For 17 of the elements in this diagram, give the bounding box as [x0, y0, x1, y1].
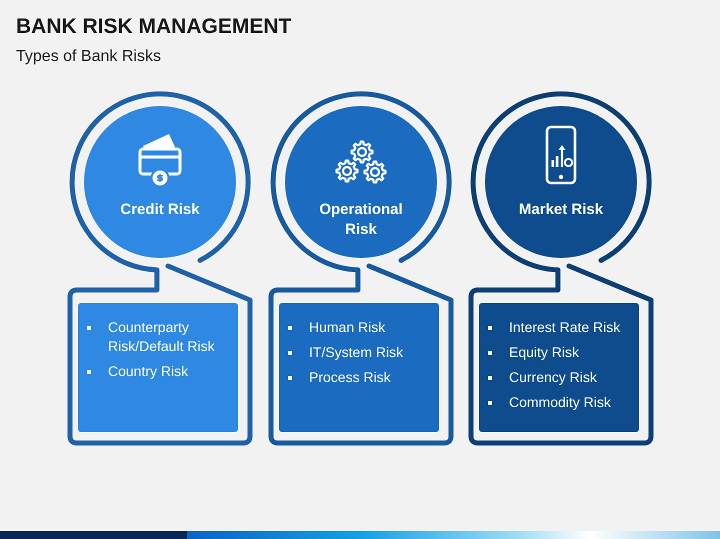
risk-item: IT/System Risk — [309, 343, 404, 362]
risk-item: Currency Risk — [509, 368, 598, 387]
page-title: BANK RISK MANAGEMENT — [16, 14, 292, 40]
risk-item: Process Risk — [309, 368, 392, 387]
risk-item: Equity Risk — [509, 343, 580, 362]
category-title: Credit Risk — [120, 200, 200, 220]
risk-list-panel — [279, 303, 439, 432]
category-title: Market Risk — [518, 200, 604, 220]
category-title: Operational Risk — [318, 200, 404, 240]
risk-item: Human Risk — [309, 318, 386, 337]
risk-item: Interest Rate Risk — [509, 318, 622, 337]
risk-item: Counterparty Risk/Default Risk — [108, 318, 216, 356]
risk-list-panel — [78, 303, 238, 432]
risk-item: Commodity Risk — [509, 393, 612, 412]
subtitle: Types of Bank Risks — [16, 47, 161, 67]
risk-item: Country Risk — [108, 362, 190, 381]
risk-list-panel — [479, 303, 639, 432]
